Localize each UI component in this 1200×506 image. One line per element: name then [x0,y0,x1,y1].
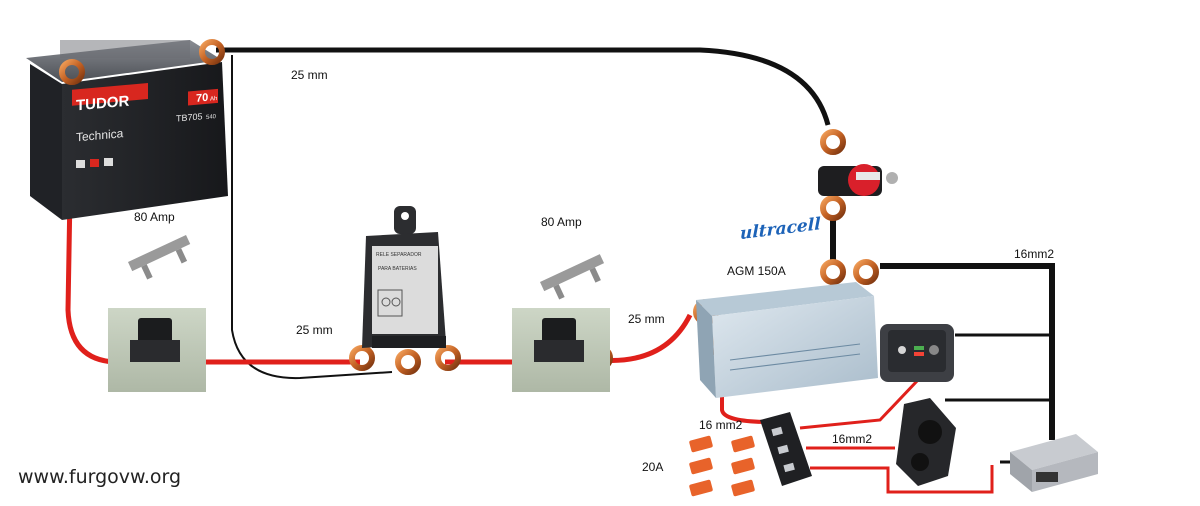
inverter [1000,434,1098,492]
label-cable-16-top: 16mm2 [1014,247,1055,261]
ring-terminal [820,195,846,221]
power-socket [896,398,956,486]
battery-isolator-relay: RELE SEPARADOR PARA BATERIAS [362,206,446,348]
fuse-strip-left [128,234,191,280]
blade-fuses [689,435,755,497]
relay-title: RELE SEPARADOR [376,252,422,258]
cable-negative-bus [880,263,1055,440]
cable-positive-main [65,77,116,365]
cable-positive-out-3 [810,465,994,494]
label-cable-16-fusebox: 16 mm2 [699,418,743,432]
ring-terminal [820,259,846,285]
ring-terminal [59,59,85,85]
control-panel [880,324,954,382]
battery-model-line: Technica [76,126,124,144]
cable-negative-top [216,47,831,126]
label-blade-fuses: 20A [642,460,664,474]
ring-terminal [435,345,461,371]
cable-positive-out-1 [799,378,920,430]
blade-fuse [731,457,755,475]
cable-thin-return [231,55,393,380]
fuse-holder-left [108,308,206,392]
agm-brand: ultracell [740,214,821,244]
label-fuse-right: 80 Amp [541,215,582,229]
cable-positive-aux [599,313,693,363]
fuse-box [760,412,812,486]
agm-battery: ultracell [696,214,878,398]
battery-brand: TUDOR [76,93,129,115]
label-cable-16-socket: 16mm2 [832,432,873,446]
blade-fuse [689,435,713,453]
battery-code: TB705 [176,111,202,123]
label-cable-bottom: 25 mm [296,323,333,337]
ring-terminal [395,349,421,375]
relay-subtitle: PARA BATERIAS [378,266,417,272]
blade-fuse [689,479,713,497]
blade-fuse [731,479,755,497]
label-agm-capacity: AGM 150A [727,264,786,278]
ring-terminal [199,39,225,65]
battery-cca: 540 [206,114,217,121]
label-cable-aux: 25 mm [628,312,665,326]
fuse-holder-right [512,308,610,392]
battery-capacity: 70 [196,92,208,105]
label-cable-top: 25 mm [291,68,328,82]
ring-terminal [853,259,879,285]
battery-master-switch[interactable] [818,164,898,196]
blade-fuse [731,435,755,453]
ring-terminal [820,129,846,155]
watermark: www.furgovw.org [18,466,182,488]
label-fuse-left: 80 Amp [134,210,175,224]
ring-terminal [349,345,375,371]
blade-fuse [689,457,713,475]
fuse-strip-right [540,254,605,300]
battery-capacity-unit: Ah [210,96,217,103]
starter-battery: TUDOR Technica 70 Ah TB705 540 [26,40,228,220]
